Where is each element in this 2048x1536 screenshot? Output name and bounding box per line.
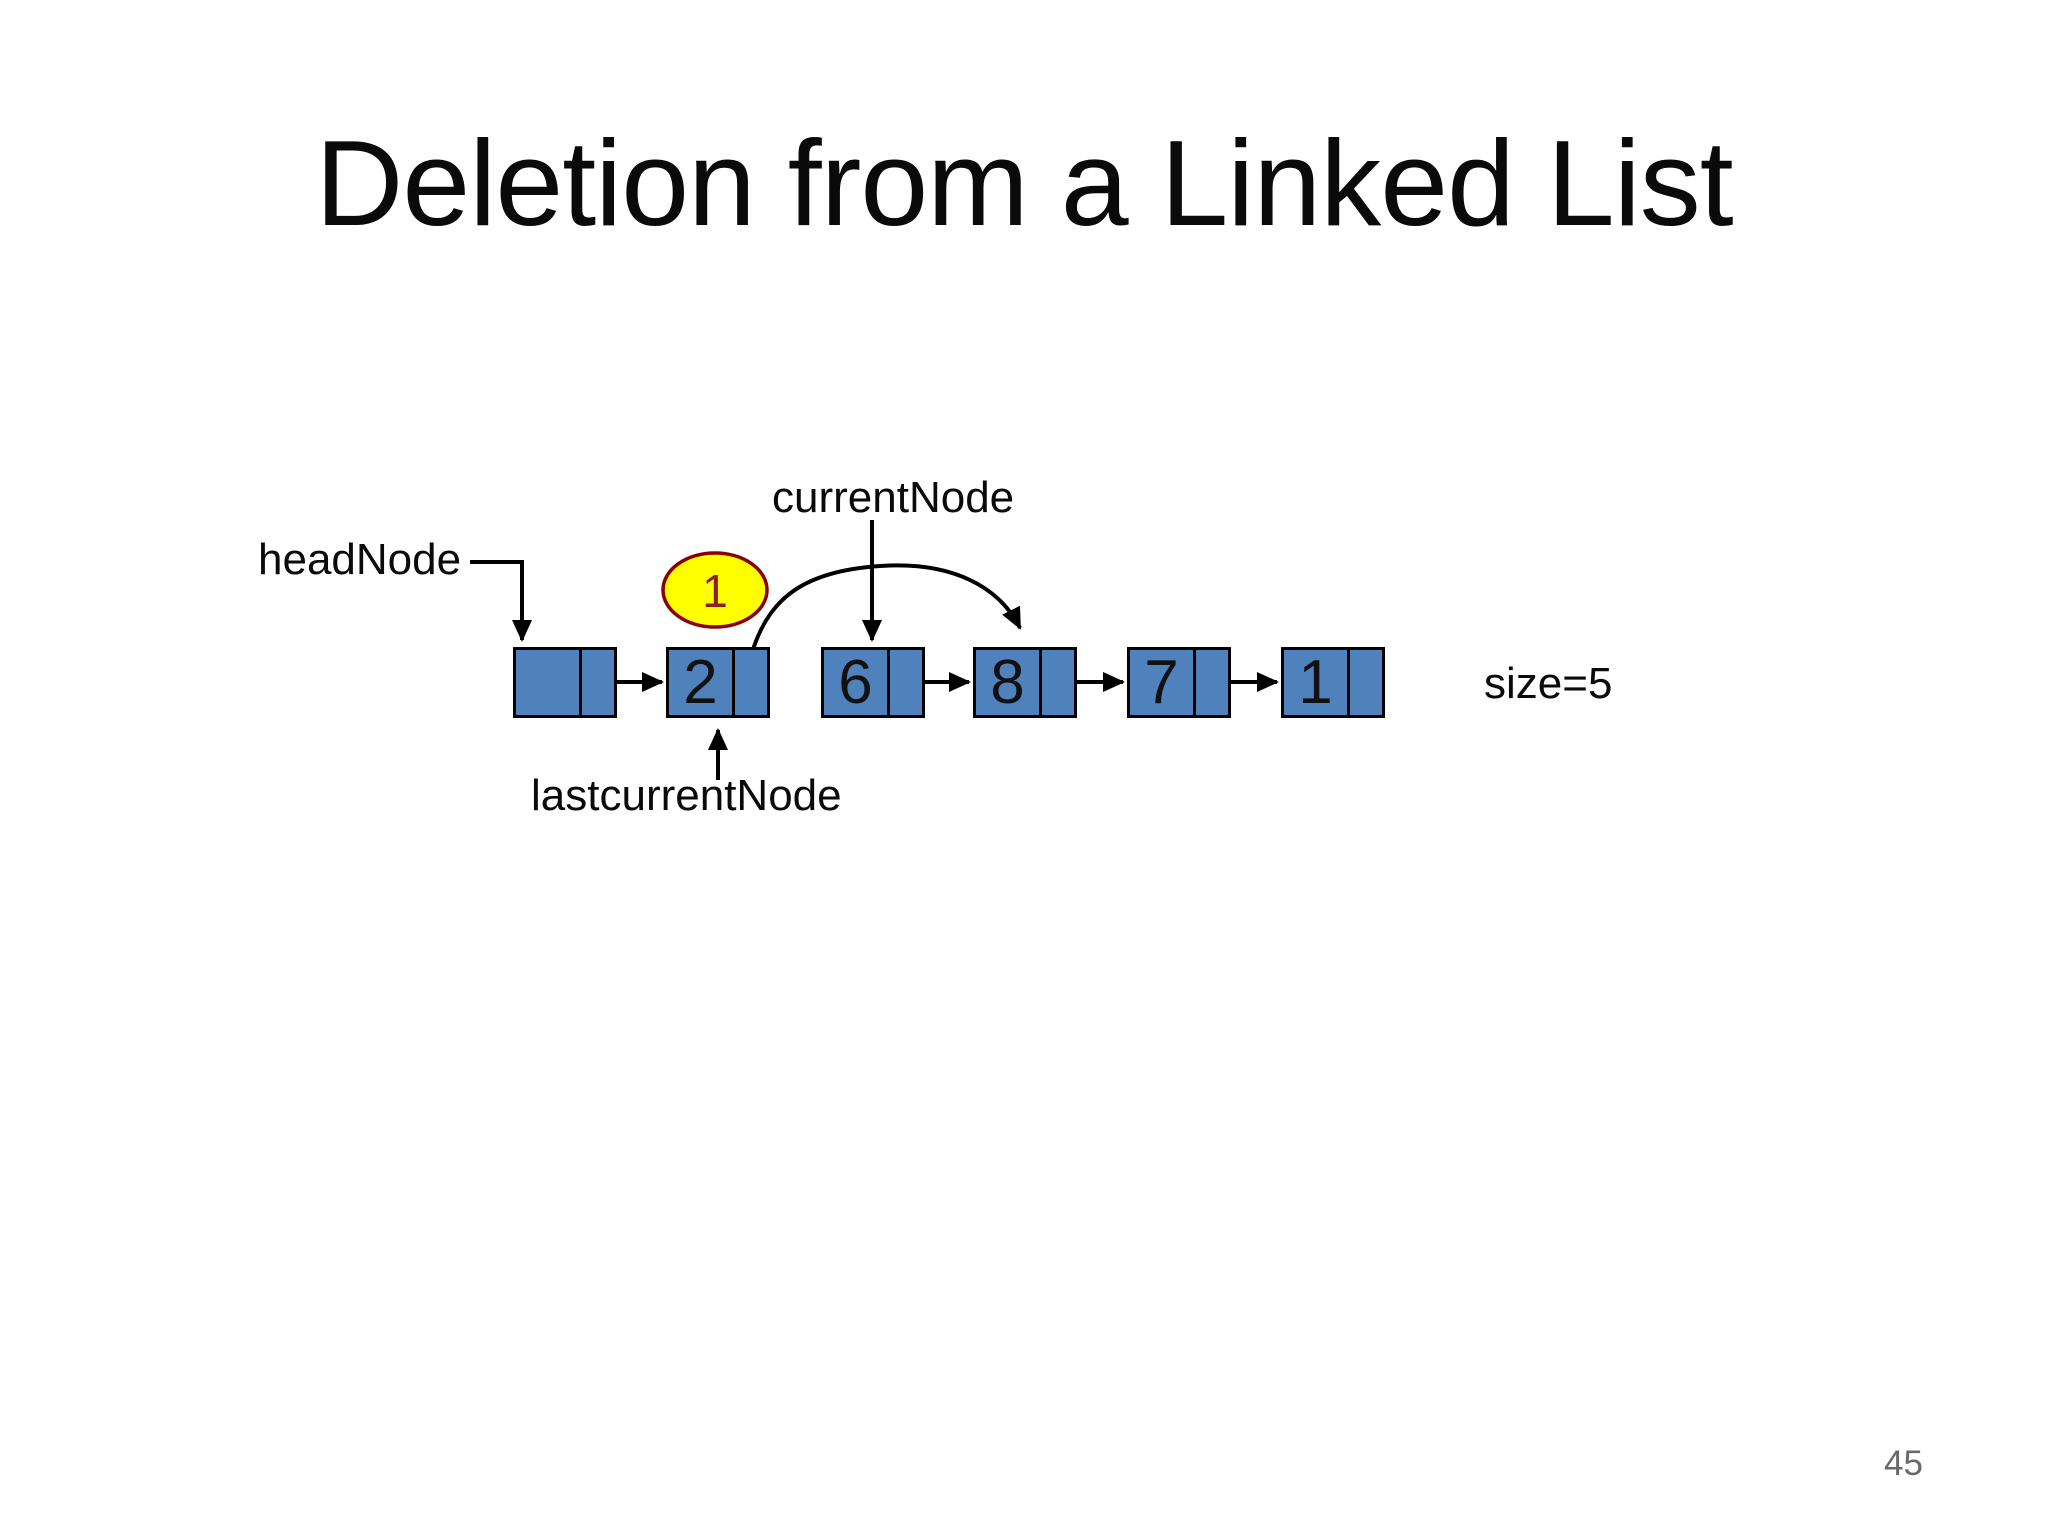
currentnode-label: currentNode: [772, 473, 1015, 522]
size-label: size=5: [1484, 659, 1613, 708]
node-next-cell: [1350, 650, 1382, 715]
node-value: 7: [1130, 648, 1196, 717]
node-box-1: 1: [1281, 647, 1385, 718]
node-box-head: [513, 647, 617, 718]
node-value: [516, 650, 582, 715]
node-next-cell: [1042, 650, 1074, 715]
node-value: 8: [976, 648, 1042, 717]
node-value: 2: [669, 648, 735, 717]
node-next-cell: [1196, 650, 1228, 715]
node-next-cell: [582, 650, 614, 715]
relink-curve-arrow: [748, 563, 1022, 661]
node-box-2: 2: [666, 647, 770, 718]
lastcurrentnode-label: lastcurrentNode: [531, 771, 842, 820]
node-box-8: 8: [973, 647, 1077, 718]
node-value: 1: [1284, 648, 1350, 717]
step-badge-label: 1: [702, 565, 728, 617]
node-box-6: 6: [821, 647, 925, 718]
node-next-cell: [890, 650, 922, 715]
headnode-arrow: [470, 560, 532, 642]
page-number: 45: [1884, 1444, 1923, 1483]
headnode-label: headNode: [258, 535, 462, 584]
node-value: 6: [824, 648, 890, 717]
slide-title: Deletion from a Linked List: [315, 115, 1733, 251]
node-box-7: 7: [1127, 647, 1231, 718]
step-badge-ellipse: [661, 551, 769, 629]
node-next-cell: [735, 650, 767, 715]
